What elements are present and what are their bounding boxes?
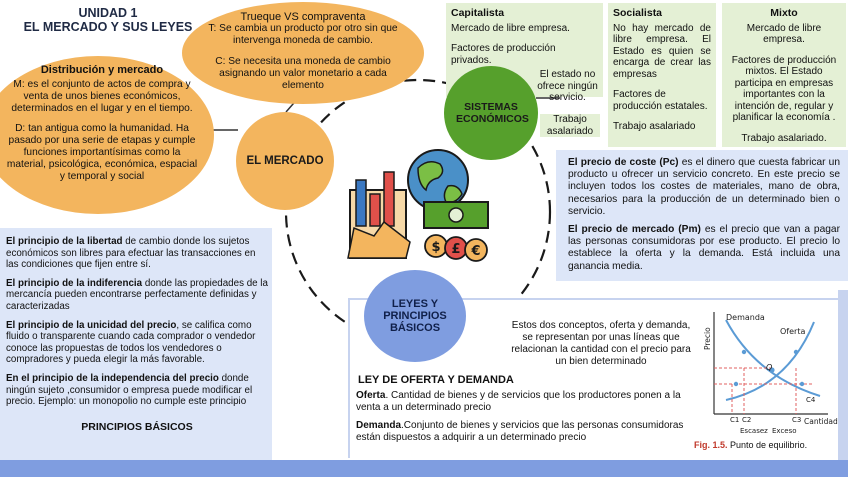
graph-c4: C4 [806,396,816,404]
demanda-curve [725,319,821,397]
graph-exceso: Exceso [772,427,797,435]
title-line1: UNIDAD 1 [78,6,138,20]
graph-c3: C3 [792,416,801,424]
mixto-l3: Trabajo asalariado. [741,132,827,144]
oferta-demanda-intro: Estos dos conceptos, oferta y demanda, s… [511,320,691,367]
socialista-heading: Socialista [613,7,663,19]
graph-caption-fig: Fig. 1.5. [694,440,728,450]
leyes-label: LEYES Y PRINCIPIOS BÁSICOS [383,298,447,334]
distribucion-ellipse: Distribución y mercado M: es el conjunto… [0,56,214,214]
principios-footer: PRINCIPIOS BÁSICOS [81,420,193,433]
principio-indiferencia-term: El principio de la indiferencia [6,277,143,289]
graph-caption: Fig. 1.5. Punto de equilibrio. [694,440,807,450]
principio-libertad-term: El principio de la libertad [6,236,123,247]
principio-unicidad-text: , se califica como fluido o transparente… [6,319,256,366]
precio-mercado-term: El precio de mercado (Pm) [568,224,701,236]
demanda-term: Demanda [356,420,402,431]
dashed-circle [284,78,552,346]
right-band [838,290,848,460]
capitalista-l2: Factores de producción privados. [451,43,556,66]
precio-coste-text: es el dinero que cuesta fabricar un prod… [568,157,840,217]
sistemas-circle: SISTEMAS ECONÓMICOS [444,66,538,160]
mixto-heading: Mixto [770,7,798,19]
distribucion-heading: Distribución y mercado [40,64,164,76]
oferta-demanda-heading: LEY DE OFERTA Y DEMANDA [358,374,514,386]
principio-unicidad-term: El principio de la unicidad del precio [6,319,177,331]
distribucion-m-text: M: es el conjunto de actos de compra y v… [11,79,193,114]
principio-indiferencia: El principio de la indiferencia donde la… [6,278,268,313]
principio-independencia-text: donde ningún sujeto ,consumidor o empres… [6,372,253,408]
svg-text:£: £ [451,242,460,257]
demanda-text: .Conjunto de bienes y servicios que las … [356,420,684,443]
distribucion-d-text: D: tan antigua como la humanidad. Ha pas… [6,123,198,182]
precio-mercado-paragraph: El precio de mercado (Pm) es el precio q… [568,224,840,273]
demanda-definition: Demanda.Conjunto de bienes y servicios q… [356,420,686,444]
oferta-term: Oferta [356,390,386,401]
page-title: UNIDAD 1 EL MERCADO Y SUS LEYES [8,6,208,34]
leyes-circle: LEYES Y PRINCIPIOS BÁSICOS [364,270,466,362]
principio-unicidad: El principio de la unicidad del precio, … [6,320,268,366]
mixto-l2: Factores de producción mixtos. El Estado… [731,54,837,124]
sistemas-label: SISTEMAS ECONÓMICOS [456,101,529,125]
mercado-circle: EL MERCADO [236,112,334,210]
principio-libertad-text: de cambio donde los sujetos económicos s… [6,236,256,271]
precio-panel: El precio de coste (Pc) es el dinero que… [556,150,848,281]
capitalista-l3: El estado no ofrece ningún servicio. [537,69,598,103]
svg-text:€: € [470,244,480,259]
socialista-box: Socialista No hay mercado de libre empre… [608,3,716,147]
title-line2: EL MERCADO Y SUS LEYES [23,20,193,34]
svg-text:$: $ [431,240,440,255]
capitalista-heading: Capitalista [451,7,505,19]
oferta-definition: Oferta. Cantidad de bienes y de servicio… [356,390,686,414]
trueque-heading: Trueque VS compraventa [240,11,366,23]
trueque-ellipse: Trueque VS compraventa T: Se cambia un p… [182,2,424,104]
trueque-t-text: T: Se cambia un producto por otro sin qu… [208,23,398,46]
principio-independencia-term: En el principio de la independencia del … [6,372,219,384]
graph-demanda-label: Demanda [726,313,765,322]
principio-independencia: En el principio de la independencia del … [6,373,268,408]
graph-escasez: Escasez [740,427,768,435]
economy-illustration-icon: $ £ € [347,149,489,262]
graph-x-label: Cantidad [804,417,838,426]
mixto-l1: Mercado de libre empresa. [746,22,822,46]
oferta-curve [725,321,815,401]
mercado-label: EL MERCADO [246,155,324,167]
bottom-band [0,460,848,477]
graph-q-label: Q [766,363,772,372]
graph-c2: C2 [742,416,751,424]
equilibrium-graph: Demanda Oferta Precio Cantidad Q C1 C2 C… [703,312,838,435]
capitalista-l1: Mercado de libre empresa. [451,22,570,34]
graph-c1: C1 [730,416,739,424]
principio-libertad: El principio de la libertad de cambio do… [6,236,268,271]
mixto-box: Mixto Mercado de libre empresa. Factores… [722,3,846,147]
graph-oferta-label: Oferta [780,327,805,336]
precio-mercado-text: es el precio que van a pagar las persona… [568,224,840,272]
graph-caption-text: Punto de equilibrio. [727,440,808,450]
precio-coste-term: El precio de coste (Pc) [568,157,679,168]
socialista-l2: Factores de producción estatales. [613,89,708,112]
oferta-text: . Cantidad de bienes y de servicios que … [356,390,681,413]
capitalista-l4: Trabajo asalariado [540,114,600,137]
precio-coste-paragraph: El precio de coste (Pc) es el dinero que… [568,157,840,218]
graph-y-label: Precio [703,327,712,350]
socialista-l1: No hay mercado de libre empresa. El Esta… [613,22,711,80]
socialista-l3: Trabajo asalariado [613,121,696,132]
trueque-c-text: C: Se necesita una moneda de cambio asig… [215,56,391,91]
principio-indiferencia-text: donde las propiedades de la mercancía pu… [6,277,268,312]
principios-panel: El principio de la libertad de cambio do… [0,228,272,462]
